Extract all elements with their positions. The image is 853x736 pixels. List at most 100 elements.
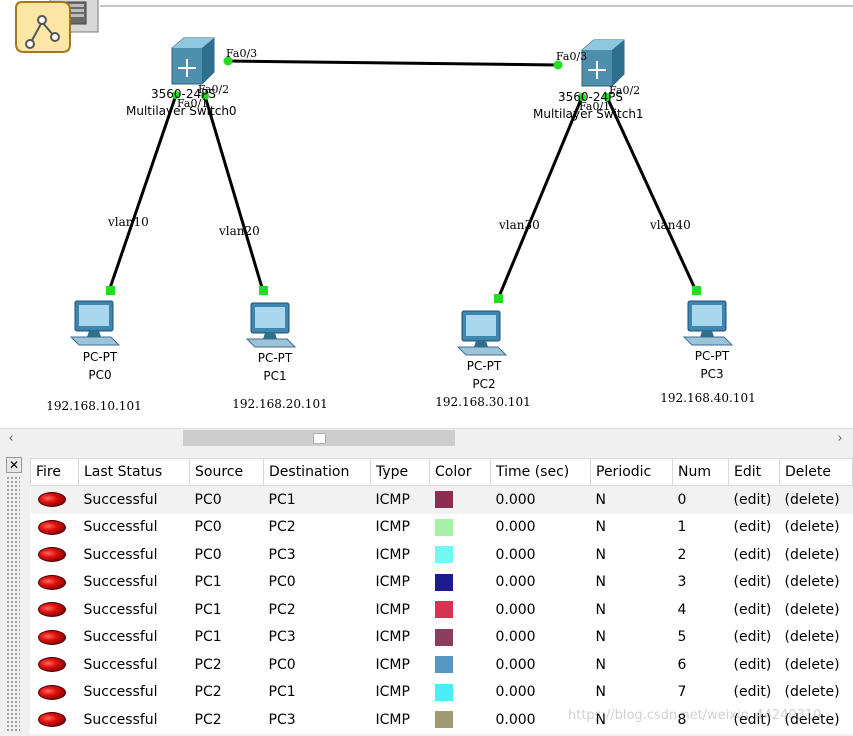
delete-link[interactable]: (delete): [784, 574, 840, 591]
col-header-periodic[interactable]: Periodic: [590, 458, 673, 486]
fire-icon[interactable]: [37, 492, 66, 508]
col-header-fire[interactable]: Fire: [30, 458, 79, 486]
switch1-model-label: 3560-24PS: [558, 90, 623, 104]
fire-button[interactable]: [31, 679, 79, 707]
delete-link[interactable]: (delete): [784, 546, 840, 563]
edit-link[interactable]: (edit): [733, 601, 772, 618]
link-sw1-pc3[interactable]: [605, 96, 698, 292]
panel-grip-icon[interactable]: [6, 476, 20, 732]
fire-button[interactable]: [31, 651, 79, 679]
fire-icon[interactable]: [37, 574, 66, 590]
type-cell: ICMP: [375, 574, 410, 591]
num-cell: 0: [672, 485, 729, 514]
delete-link[interactable]: (delete): [784, 656, 840, 673]
destination-cell: PC3: [268, 711, 296, 728]
delete-link[interactable]: (delete): [784, 519, 840, 536]
link-sw0-sw1[interactable]: [227, 59, 559, 67]
fire-button[interactable]: [31, 514, 79, 542]
link-sw0-pc0[interactable]: [107, 94, 178, 292]
fire-icon[interactable]: [37, 684, 66, 700]
edit-link[interactable]: (edit): [733, 519, 772, 536]
multilayer-switch0[interactable]: [171, 37, 215, 85]
edit-link[interactable]: (edit): [733, 656, 772, 673]
fire-button[interactable]: [31, 624, 79, 652]
network-links: [107, 59, 698, 300]
delete-link[interactable]: (delete): [784, 684, 840, 701]
scroll-right-icon[interactable]: ›: [837, 431, 843, 446]
scrollbar-thumb[interactable]: [183, 430, 455, 446]
fire-icon[interactable]: [37, 602, 66, 618]
scroll-left-icon[interactable]: ‹: [8, 431, 14, 446]
col-header-type[interactable]: Type: [370, 458, 430, 486]
periodic-cell: N: [595, 711, 606, 728]
fire-button[interactable]: [31, 596, 79, 624]
color-cell: [430, 569, 491, 597]
fire-icon[interactable]: [37, 712, 66, 728]
col-header-num[interactable]: Num: [672, 458, 729, 486]
delete-link[interactable]: (delete): [784, 629, 840, 646]
pc2-device[interactable]: [456, 310, 508, 356]
col-header-source[interactable]: Source: [189, 458, 264, 486]
edit-link[interactable]: (edit): [733, 629, 772, 646]
pc0-device[interactable]: [69, 300, 121, 346]
vlan-label: vlan40: [649, 218, 691, 232]
horizontal-scrollbar[interactable]: ‹ ›: [0, 428, 853, 449]
color-cell: [430, 596, 491, 624]
source-cell: PC2: [194, 684, 222, 701]
time-cell: 0.000: [495, 574, 536, 591]
time-cell: 0.000: [490, 485, 591, 514]
color-swatch: [434, 711, 453, 729]
col-header-last-status[interactable]: Last Status: [78, 458, 190, 486]
topology-canvas[interactable]: 3560-24PS Multilayer Switch0 3560-24PS M…: [0, 0, 853, 428]
edit-link[interactable]: (edit): [733, 684, 772, 701]
edit-link[interactable]: (edit): [733, 711, 772, 728]
delete-link[interactable]: (delete): [784, 711, 840, 728]
pc3-device[interactable]: [682, 300, 734, 346]
periodic-cell: N: [595, 546, 606, 563]
fire-icon[interactable]: [37, 547, 66, 563]
fire-button[interactable]: [31, 706, 79, 734]
fire-button[interactable]: [31, 541, 79, 569]
logical-view-icon[interactable]: [15, 1, 71, 53]
fire-icon[interactable]: [37, 657, 66, 673]
vlan-label: vlan30: [498, 218, 540, 232]
edit-link[interactable]: (edit): [733, 546, 772, 563]
source-cell: PC1: [194, 629, 222, 646]
link-sw0-pc1[interactable]: [203, 95, 265, 292]
col-header-time[interactable]: Time (sec): [490, 458, 591, 486]
fire-icon[interactable]: [37, 629, 66, 645]
pc3-type-label: PC-PT: [695, 349, 730, 363]
destination-cell: PC0: [268, 574, 296, 591]
num-cell: 2: [677, 546, 687, 563]
source-cell: PC1: [194, 574, 222, 591]
edit-link[interactable]: (edit): [728, 485, 780, 514]
status-cell: Successful: [83, 574, 158, 591]
col-header-edit[interactable]: Edit: [728, 458, 780, 486]
pdu-table: Fire Last Status Source Destination Type…: [30, 458, 853, 734]
delete-link[interactable]: (delete): [779, 485, 853, 514]
fire-button[interactable]: [30, 485, 79, 514]
fire-button[interactable]: [31, 569, 79, 597]
pc1-device[interactable]: [245, 302, 297, 348]
delete-link[interactable]: (delete): [784, 601, 840, 618]
logical-workspace[interactable]: 3560-24PS Multilayer Switch0 3560-24PS M…: [0, 0, 853, 428]
fire-icon[interactable]: [37, 519, 66, 535]
close-panel-icon[interactable]: ✕: [6, 457, 22, 473]
col-header-delete[interactable]: Delete: [779, 458, 853, 486]
col-header-color[interactable]: Color: [429, 458, 491, 486]
link-sw1-pc2[interactable]: [496, 96, 584, 300]
col-header-destination[interactable]: Destination: [263, 458, 371, 486]
port-light: [553, 60, 563, 70]
port-light: [172, 91, 180, 99]
multilayer-switch1[interactable]: [581, 39, 625, 87]
edit-link[interactable]: (edit): [733, 574, 772, 591]
